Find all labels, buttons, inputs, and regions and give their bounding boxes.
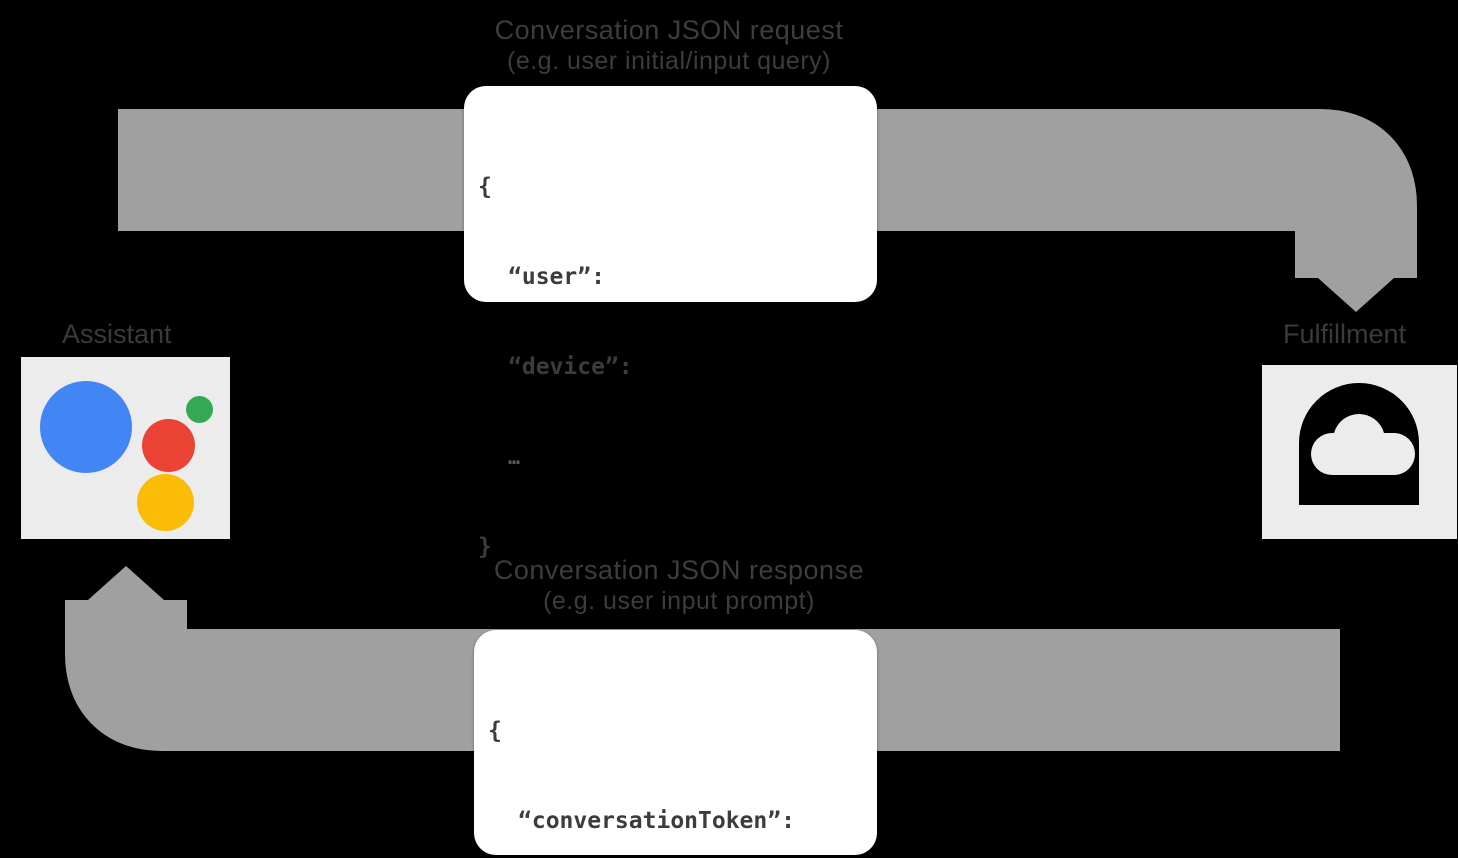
request-caption: Conversation JSON request (e.g. user ini… xyxy=(329,14,1009,76)
response-caption-line2: (e.g. user input prompt) xyxy=(543,587,815,615)
assistant-red-dot xyxy=(142,419,195,472)
google-assistant-icon xyxy=(21,357,230,539)
assistant-blue-dot xyxy=(40,381,132,473)
response-caption-line1: Conversation JSON response xyxy=(493,555,865,585)
request-caption-line1: Conversation JSON request xyxy=(494,15,844,45)
response-json-body: { “conversationToken”: “userStorage”: … … xyxy=(474,656,877,858)
assistant-green-dot xyxy=(186,396,213,423)
response-caption: Conversation JSON response (e.g. user in… xyxy=(339,554,1019,616)
request-json-line-2: “device”: xyxy=(508,354,633,380)
request-caption-line2: (e.g. user initial/input query) xyxy=(507,47,831,75)
request-json-line-4: } xyxy=(478,534,492,560)
fulfillment-label: Fulfillment xyxy=(1283,319,1407,349)
response-json-line-1: “conversationToken”: xyxy=(518,808,795,834)
assistant-label: Assistant xyxy=(62,319,172,349)
request-json-line-0: { xyxy=(478,174,492,200)
conversation-json-request-card: { “user”: “device”: … } xyxy=(464,86,877,560)
request-json-body: { “user”: “device”: … } xyxy=(464,112,877,622)
response-json-line-0: { xyxy=(488,718,502,744)
assistant-yellow-dot xyxy=(137,474,194,531)
request-json-line-1: “user”: xyxy=(508,264,605,290)
cloud-functions-icon xyxy=(1262,365,1457,539)
conversation-json-response-card: { “conversationToken”: “userStorage”: … … xyxy=(474,630,877,855)
cloud-icon-glyph xyxy=(1299,383,1419,505)
request-json-line-3: … xyxy=(508,445,522,469)
